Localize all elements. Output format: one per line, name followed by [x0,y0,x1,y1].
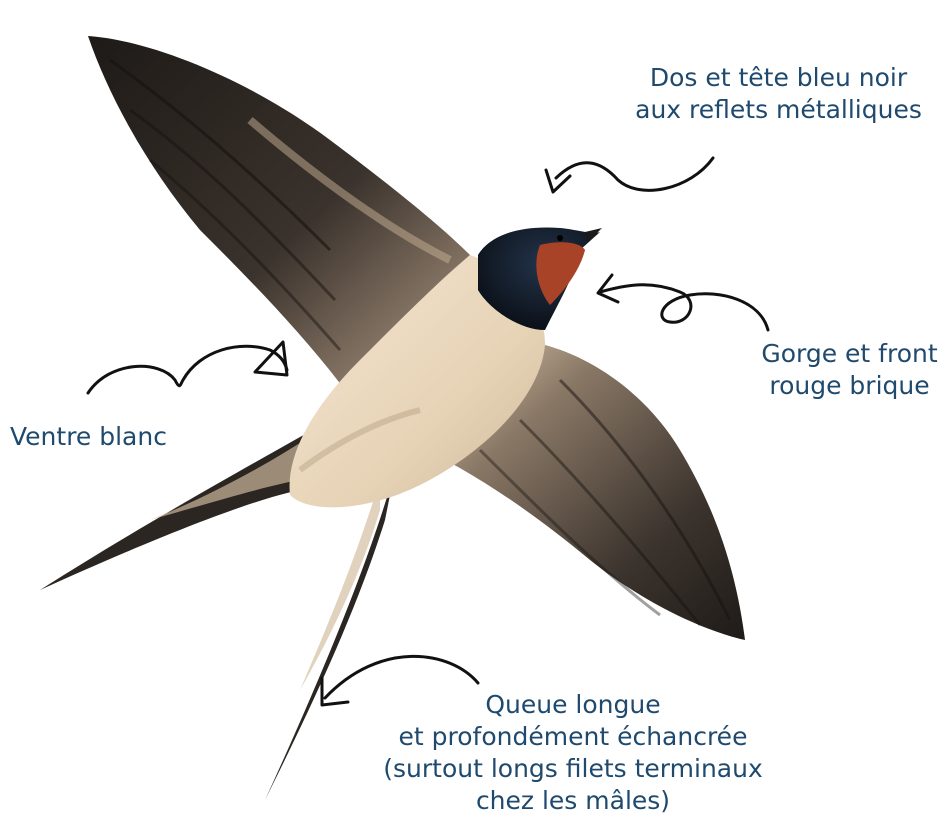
throat-arrow-icon [598,275,768,330]
back-annotation-line-2: aux reflets métalliques [606,94,951,126]
tail-annotation-line-2: et profondément échancrée [338,721,808,753]
throat-annotation-line-1: Gorge et front [748,338,951,370]
throat-annotation: Gorge et front rouge brique [748,338,951,402]
back-annotation-line-1: Dos et tête bleu noir [606,62,951,94]
back-arrow-icon [546,158,713,192]
tail-annotation-line-1: Queue longue [338,689,808,721]
belly-arrow-icon [88,342,287,393]
tail-annotation: Queue longue et profondément échancrée (… [338,689,808,813]
belly-annotation-line-1: Ventre blanc [10,421,200,453]
throat-annotation-line-2: rouge brique [748,370,951,402]
back-annotation: Dos et tête bleu noir aux reflets métall… [606,62,951,126]
belly-annotation: Ventre blanc [10,421,200,453]
tail-annotation-line-3: (surtout longs filets terminaux [338,753,808,785]
tail-annotation-line-4: chez les mâles) [338,785,808,813]
